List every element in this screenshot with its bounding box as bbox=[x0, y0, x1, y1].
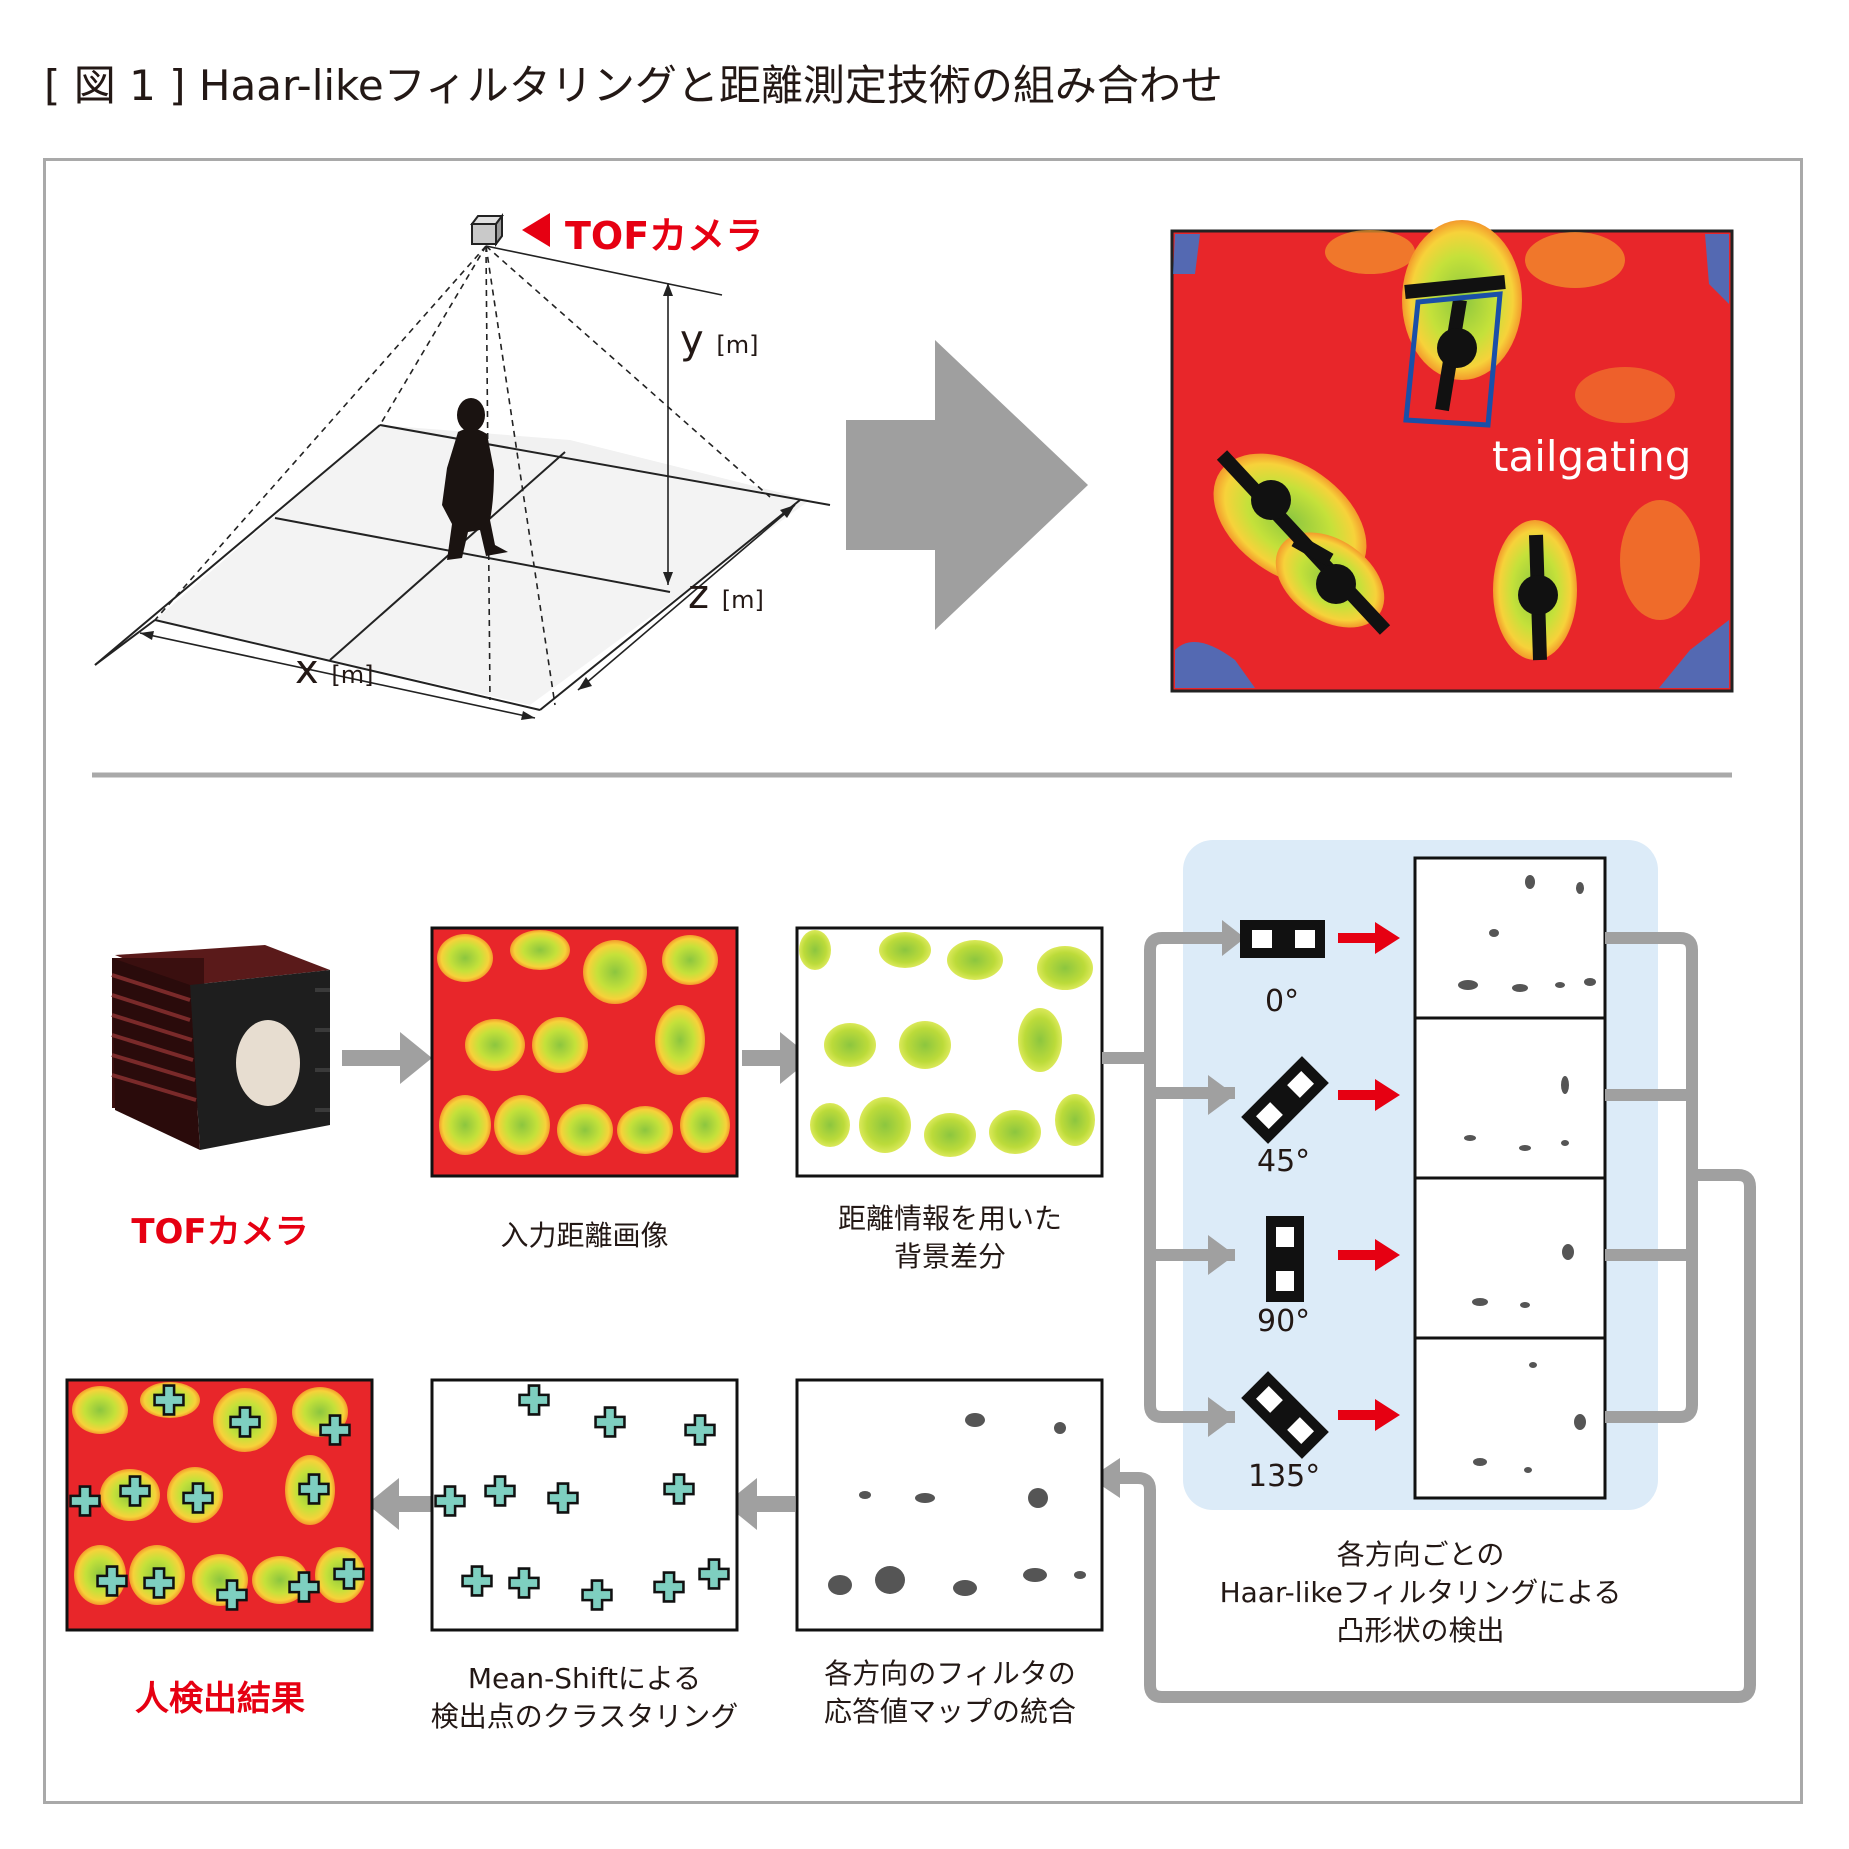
haar-filter-0-icon bbox=[1240, 920, 1325, 958]
angle-45-label: 45° bbox=[1257, 1144, 1311, 1179]
haar-filter-135-icon bbox=[1241, 1371, 1329, 1459]
merge-lines bbox=[1120, 932, 1756, 1703]
tailgating-label: tailgating bbox=[1492, 432, 1692, 481]
flow-arrows-row1 bbox=[342, 1032, 812, 1084]
angle-0-label: 0° bbox=[1265, 984, 1300, 1019]
result-label: 人検出結果 bbox=[135, 1679, 305, 1719]
meanshift-label: Mean-Shiftによる検出点のクラスタリング bbox=[430, 1662, 739, 1733]
background-subtraction-image bbox=[795, 926, 1104, 1178]
response-map-specks bbox=[1458, 875, 1596, 1473]
axis-z-label: z [m] bbox=[688, 572, 764, 618]
bg-sub-label: 距離情報を用いた背景差分 bbox=[837, 1202, 1062, 1273]
big-right-arrow bbox=[846, 340, 1088, 630]
haar-filter-90-icon bbox=[1266, 1216, 1304, 1302]
figure-title: [ 図 1 ] Haar-likeフィルタリングと距離測定技術の組み合わせ bbox=[44, 61, 1223, 110]
tof-camera-label: TOFカメラ bbox=[131, 1212, 309, 1252]
response-maps bbox=[1413, 856, 1607, 1500]
axis-x-label: x [m] bbox=[295, 647, 374, 693]
merge-label: 各方向のフィルタの応答値マップの統合 bbox=[823, 1657, 1076, 1728]
axis-y-label: y [m] bbox=[680, 317, 759, 363]
detection-result-image bbox=[65, 1378, 374, 1632]
merged-response-map bbox=[795, 1378, 1104, 1632]
angle-90-label: 90° bbox=[1257, 1304, 1311, 1339]
angle-135-label: 135° bbox=[1248, 1459, 1321, 1494]
tailgating-heatmap bbox=[1170, 220, 1734, 693]
mean-shift-clusters bbox=[430, 1378, 739, 1632]
input-depth-image bbox=[430, 926, 739, 1178]
figure-frame bbox=[43, 158, 1803, 1804]
person-silhouette bbox=[442, 398, 508, 560]
tof-camera-top-label: TOFカメラ bbox=[565, 214, 764, 258]
room-diagram bbox=[94, 213, 831, 720]
haar-filter-45-icon bbox=[1241, 1056, 1329, 1144]
red-arrows bbox=[1338, 922, 1400, 1431]
input-depth-label: 入力距離画像 bbox=[500, 1219, 669, 1252]
tof-camera-device bbox=[111, 945, 330, 1150]
